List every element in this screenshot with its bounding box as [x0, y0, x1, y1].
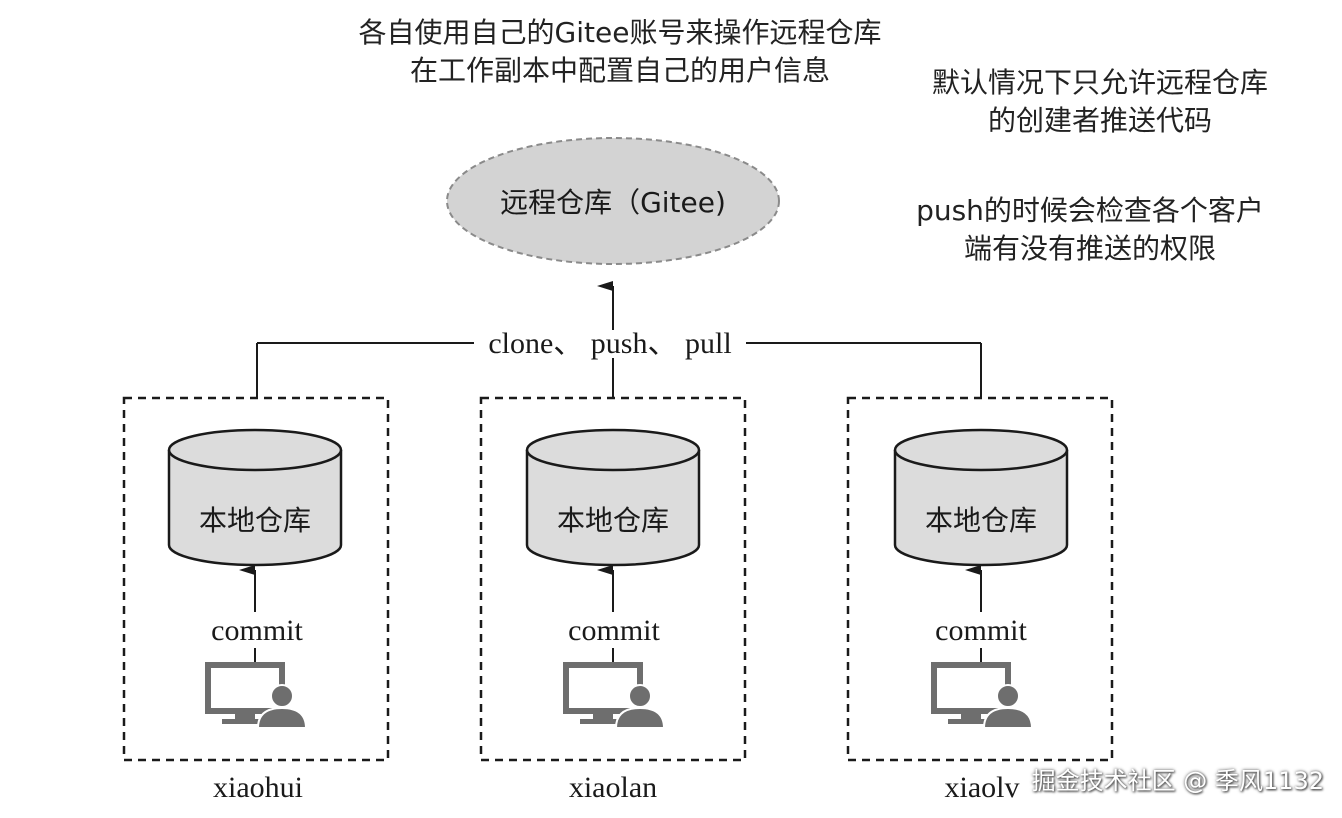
- computer-user-icon: [563, 662, 666, 729]
- username-label: xiaolan: [569, 771, 657, 804]
- client-box: [846, 396, 1114, 762]
- local-repo-label: 本地仓库: [557, 504, 669, 537]
- username-label: xiaolv: [945, 771, 1020, 804]
- remote-repo-label: 远程仓库（Gitee): [500, 186, 726, 219]
- connector-bus: [256, 281, 982, 398]
- client-xiaohui: 本地仓库 commit xiaohui: [122, 396, 390, 804]
- local-repo-cylinder: [893, 428, 1069, 567]
- note-right2-line1: push的时候会检查各个客户: [916, 194, 1264, 227]
- remote-repo-ellipse: [446, 137, 780, 265]
- commit-label: commit: [211, 614, 303, 647]
- computer-user-icon: [205, 662, 308, 729]
- note-right1-line1: 默认情况下只允许远程仓库: [931, 66, 1268, 99]
- note-top-line2: 在工作副本中配置自己的用户信息: [409, 54, 830, 87]
- note-permission-default: 默认情况下只允许远程仓库 的创建者推送代码: [890, 64, 1310, 140]
- username-label: xiaohui: [213, 771, 303, 804]
- local-repo-cylinder: [167, 428, 343, 567]
- remote-repo-node: 远程仓库（Gitee): [446, 137, 780, 265]
- local-repo-cylinder: [525, 428, 701, 567]
- connector-label: clone、 push、 pull: [488, 327, 731, 360]
- note-top: 各自使用自己的Gitee账号来操作远程仓库 在工作副本中配置自己的用户信息: [300, 14, 940, 90]
- commit-label: commit: [935, 614, 1027, 647]
- client-box: [479, 396, 747, 762]
- note-top-line1: 各自使用自己的Gitee账号来操作远程仓库: [358, 16, 882, 49]
- watermark: 掘金技术社区 @ 季风1132: [1031, 767, 1324, 795]
- note-right1-line2: 的创建者推送代码: [987, 104, 1212, 137]
- client-xiaolan: 本地仓库 commit xiaolan: [479, 396, 747, 804]
- commit-label: commit: [568, 614, 660, 647]
- local-repo-label: 本地仓库: [199, 504, 311, 537]
- note-push-check: push的时候会检查各个客户 端有没有推送的权限: [880, 192, 1300, 268]
- computer-user-icon: [931, 662, 1034, 729]
- client-box: [122, 396, 390, 762]
- local-repo-label: 本地仓库: [925, 504, 1037, 537]
- note-right2-line2: 端有没有推送的权限: [963, 232, 1216, 265]
- client-xiaolv: 本地仓库 commit xiaolv: [846, 396, 1114, 804]
